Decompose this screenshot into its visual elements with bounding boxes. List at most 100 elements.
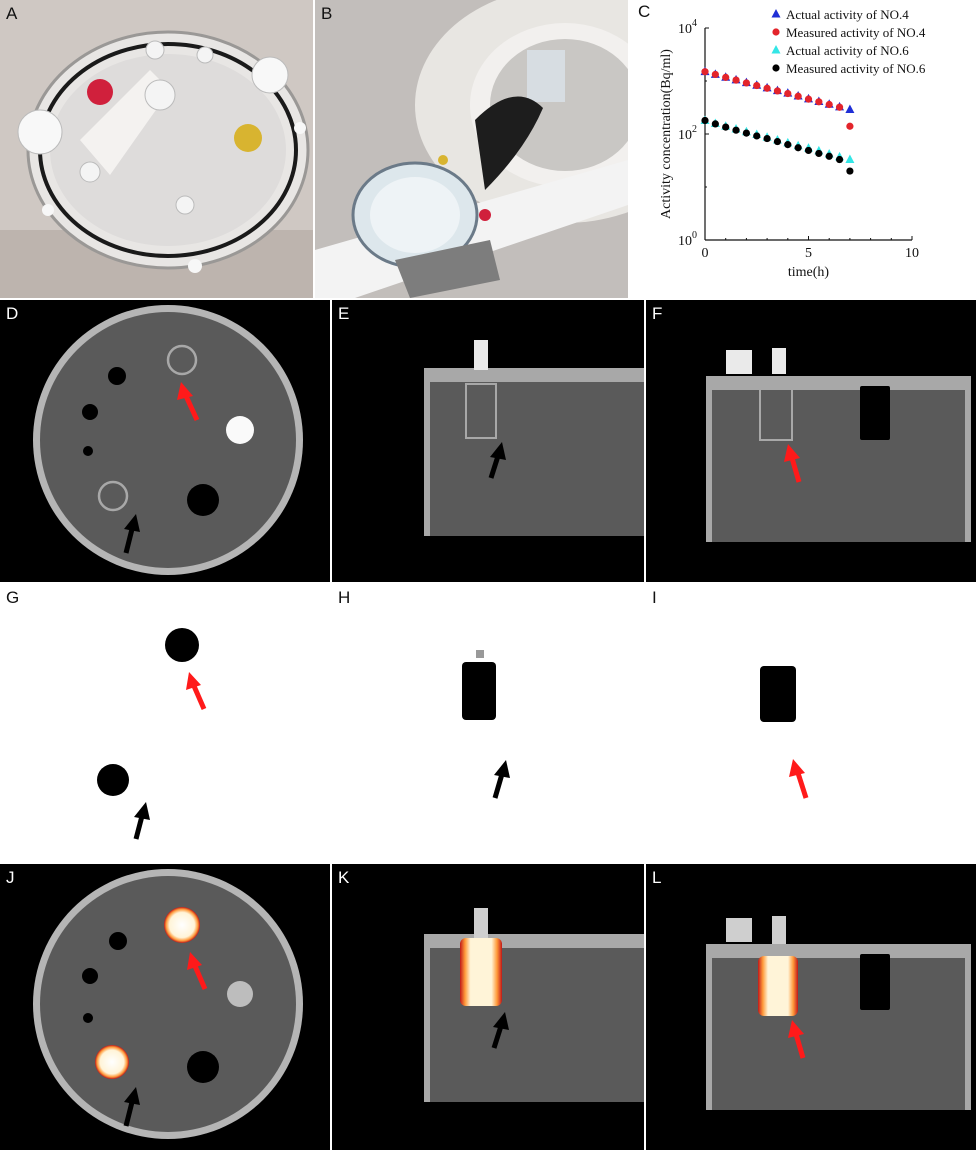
panel-e-ct-coronal: E [332,300,644,582]
data-point-series-2 [773,87,782,95]
panel-d-ct-axial: D [0,300,330,582]
panel-label-j: J [6,868,15,887]
data-point-series-4 [846,167,854,175]
fusion-coronal-image [424,908,644,1102]
panel-label-f: F [652,304,663,323]
x-tick-label: 0 [702,246,709,261]
black-arrow-icon [492,760,510,799]
data-point-series-4 [753,132,761,140]
panel-label-g: G [6,588,20,607]
panel-g-pet-axial: G [0,584,330,862]
data-point-series-2 [722,73,730,81]
red-arrow-icon [187,952,208,990]
legend-marker-3 [771,45,781,54]
panel-f-ct-coronal: F [646,300,976,582]
panel-label-k: K [338,868,350,887]
data-point-series-2 [701,68,709,76]
panel-label-h: H [338,588,351,607]
phantom-photo-illustration [0,0,313,298]
data-point-series-4 [711,120,719,128]
fusion-axial-image [33,869,303,1139]
data-point-series-4 [763,134,771,143]
x-axis-label: time(h) [788,265,830,280]
panel-k-fusion-coronal: K [332,864,644,1150]
y-tick-base: 10 [678,234,692,249]
y-axis-label: Activity concentration(Bq/ml) [659,49,674,219]
data-point-series-2 [825,100,833,109]
panel-j-fusion-axial: J [0,864,330,1150]
y-tick-label: 100 [678,230,697,249]
panel-a-phantom-photo: A [0,0,313,298]
data-point-series-2 [815,98,823,106]
data-point-series-2 [846,122,854,130]
red-arrow-icon [789,759,809,799]
data-point-series-4 [794,144,802,152]
legend-label-2: Measured activity of NO.4 [786,25,926,40]
pet-axial-image [97,628,207,840]
red-arrow-icon [186,672,207,710]
data-point-series-4 [804,146,813,155]
data-point-series-2 [742,79,750,87]
data-point-series-2 [711,70,719,79]
data-point-series-4 [825,152,833,160]
data-point-series-2 [763,84,771,92]
y-tick-exponent: 0 [692,230,697,241]
ct-axial-image [33,305,303,575]
legend-label-3: Actual activity of NO.6 [786,43,909,58]
data-point-series-4 [722,123,730,131]
fusion-coronal-image-2 [706,916,971,1110]
panel-label-i: I [652,588,657,607]
red-arrow-icon [788,1020,806,1059]
legend-label-1: Actual activity of NO.4 [786,7,909,22]
legend-marker-2 [772,28,780,36]
red-arrow-icon [784,444,802,483]
panel-i-pet-coronal: I [646,584,976,862]
panel-b-scanner-photo: B [315,0,628,298]
black-arrow-icon [491,1012,509,1049]
data-point-series-2 [784,89,792,98]
data-point-series-4 [742,129,750,137]
data-point-series-4 [701,116,709,125]
panel-h-pet-coronal: H [332,584,644,862]
y-tick-label: 102 [678,124,697,143]
legend-label-4: Measured activity of NO.6 [786,61,926,76]
legend-marker-4 [772,64,780,72]
panel-l-fusion-coronal: L [646,864,976,1150]
x-tick-label: 5 [805,246,812,261]
data-point-series-2 [794,92,802,100]
black-arrow-icon [123,514,140,554]
pet-coronal-image [462,650,510,799]
y-tick-exponent: 4 [692,18,697,29]
panel-label-a: A [6,4,18,23]
black-arrow-icon [133,802,150,840]
black-arrow-icon [123,1087,140,1127]
panel-label-b: B [321,4,333,23]
pet-coronal-image-2 [760,666,809,799]
y-tick-base: 10 [678,22,692,37]
data-point-series-1 [845,104,855,113]
scanner-photo-illustration [315,0,628,298]
data-point-series-2 [732,76,740,84]
data-point-series-4 [815,149,823,158]
panel-label-l: L [652,868,662,887]
data-point-series-2 [753,81,761,90]
red-arrow-icon [177,382,200,422]
y-tick-base: 10 [678,128,692,143]
black-arrow-icon [488,442,506,479]
panel-label-e: E [338,304,350,323]
chart-points [700,66,855,175]
y-tick-exponent: 2 [692,124,697,135]
ct-coronal-image [424,340,644,536]
panel-label-d: D [6,304,19,323]
legend-marker-1 [771,9,781,18]
data-point-series-4 [773,137,782,146]
ct-coronal-image-2 [706,348,971,542]
data-point-series-4 [835,155,844,164]
data-point-series-3 [845,154,855,164]
data-point-series-2 [804,95,813,103]
x-tick-label: 10 [905,246,919,261]
